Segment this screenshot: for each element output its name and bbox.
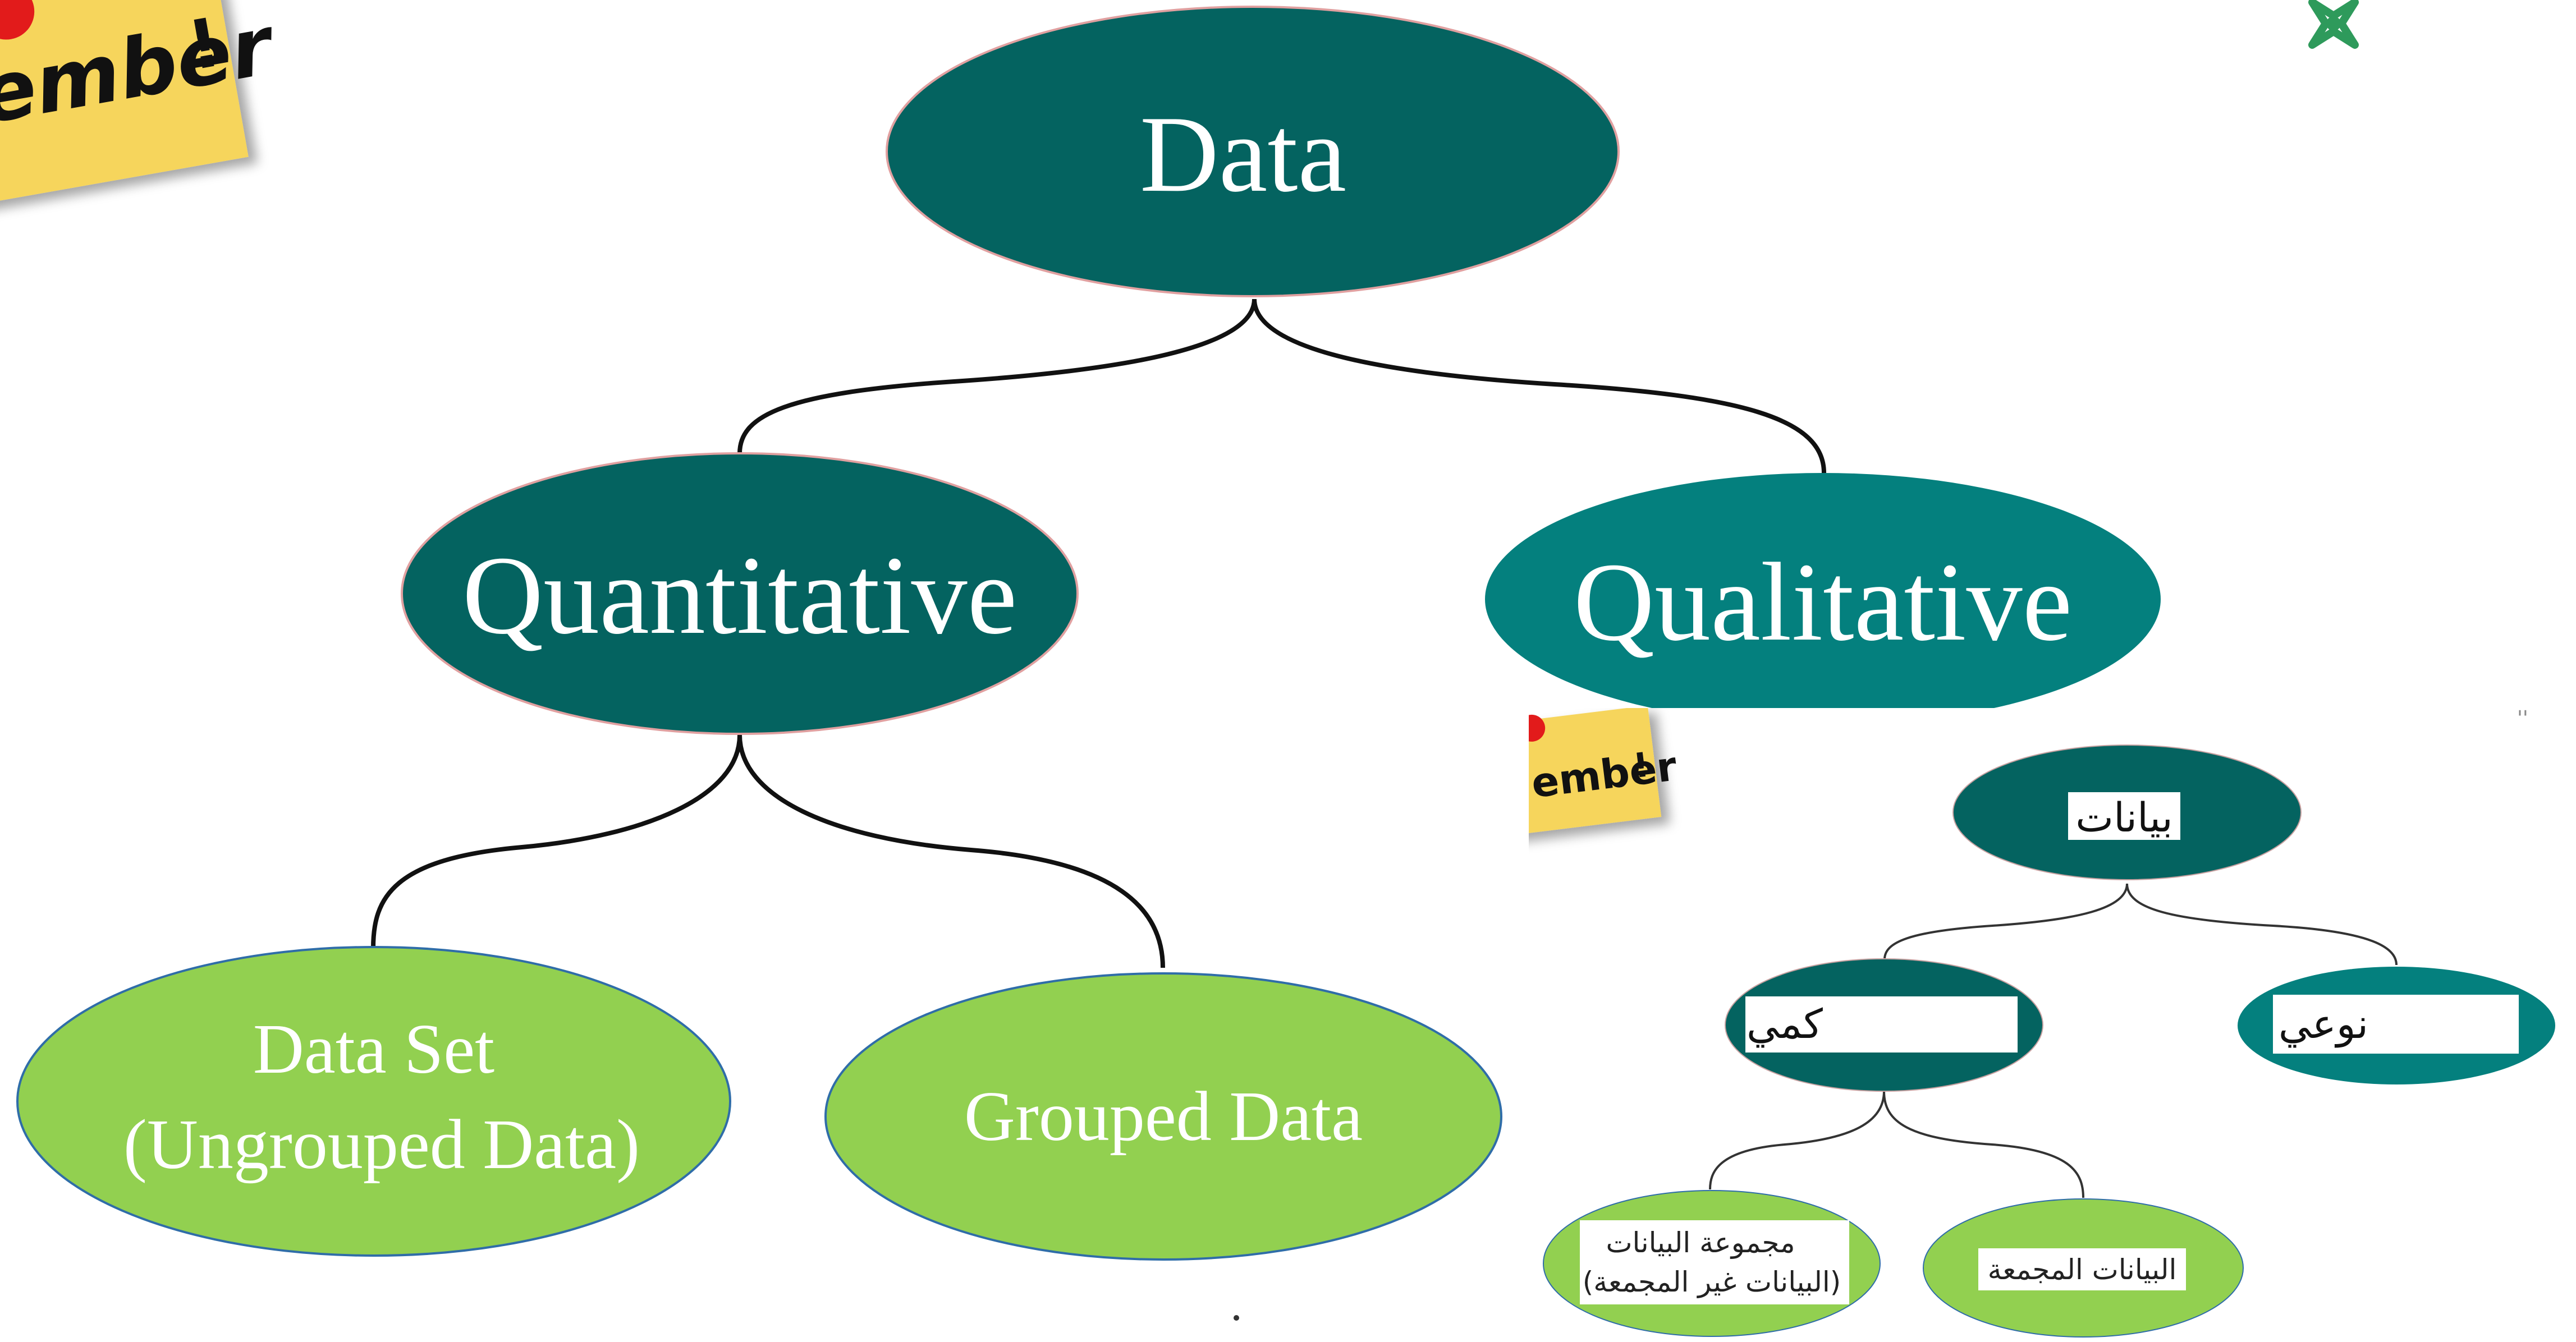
connector-data-quantitative xyxy=(737,298,1257,454)
arabic-inset: ember ! '' بيانات كمي xyxy=(1529,707,2576,1339)
connector-quantitative-ungrouped xyxy=(371,734,742,949)
inset-corner-mark: '' xyxy=(2517,707,2528,730)
node-ungrouped-label-2: (Ungrouped Data) xyxy=(123,1106,640,1184)
node-quantitative: Quantitative xyxy=(401,452,1079,735)
arabic-node-qualitative: نوعي xyxy=(2238,967,2555,1084)
english-connectors xyxy=(371,298,1826,968)
node-data-label: Data xyxy=(1140,94,1346,215)
arabic-node-root-label: بيانات xyxy=(2075,794,2172,841)
arabic-node-quantitative: كمي xyxy=(1725,958,2043,1092)
arabic-node-ungrouped: مجموعة البيانات (البيانات غير المجمعة) xyxy=(1543,1190,1881,1337)
node-qualitative: Qualitative xyxy=(1485,473,2161,725)
arabic-node-grouped: البيانات المجمعة xyxy=(1923,1198,2244,1338)
arabic-node-grouped-label: البيانات المجمعة xyxy=(1988,1253,2177,1286)
arabic-node-quantitative-label: كمي xyxy=(1747,1000,1823,1048)
arabic-node-qualitative-label: نوعي xyxy=(2279,1000,2368,1048)
node-ungrouped-data: Data Set (Ungrouped Data) xyxy=(16,946,731,1257)
node-grouped-data: Grouped Data xyxy=(824,972,1502,1261)
node-grouped-label: Grouped Data xyxy=(964,1078,1363,1156)
knot-logo-icon xyxy=(2308,0,2359,49)
node-quantitative-label: Quantitative xyxy=(462,534,1017,658)
arabic-node-root: بيانات xyxy=(1952,744,2302,880)
inset-sticky-note: ember ! xyxy=(1529,708,1680,837)
node-qualitative-label: Qualitative xyxy=(1574,540,2073,664)
node-data: Data xyxy=(886,6,1620,297)
arabic-connector-root-quant xyxy=(1883,883,2128,960)
connector-quantitative-grouped xyxy=(737,734,1165,968)
stray-dot xyxy=(1234,1315,1239,1321)
connector-data-qualitative xyxy=(1252,298,1826,474)
arabic-connector-quant-ungrouped xyxy=(1709,1091,1885,1190)
sticky-note: ember ! xyxy=(0,0,283,210)
arabic-connector-root-qual xyxy=(2126,883,2398,966)
arabic-node-ungrouped-label-2: (البيانات غير المجمعة) xyxy=(1583,1266,1841,1298)
arabic-connectors xyxy=(1709,883,2398,1198)
node-ungrouped-label-1: Data Set xyxy=(253,1010,494,1088)
arabic-connector-quant-grouped xyxy=(1883,1091,2084,1198)
arabic-node-ungrouped-label-1: مجموعة البيانات xyxy=(1606,1226,1795,1259)
